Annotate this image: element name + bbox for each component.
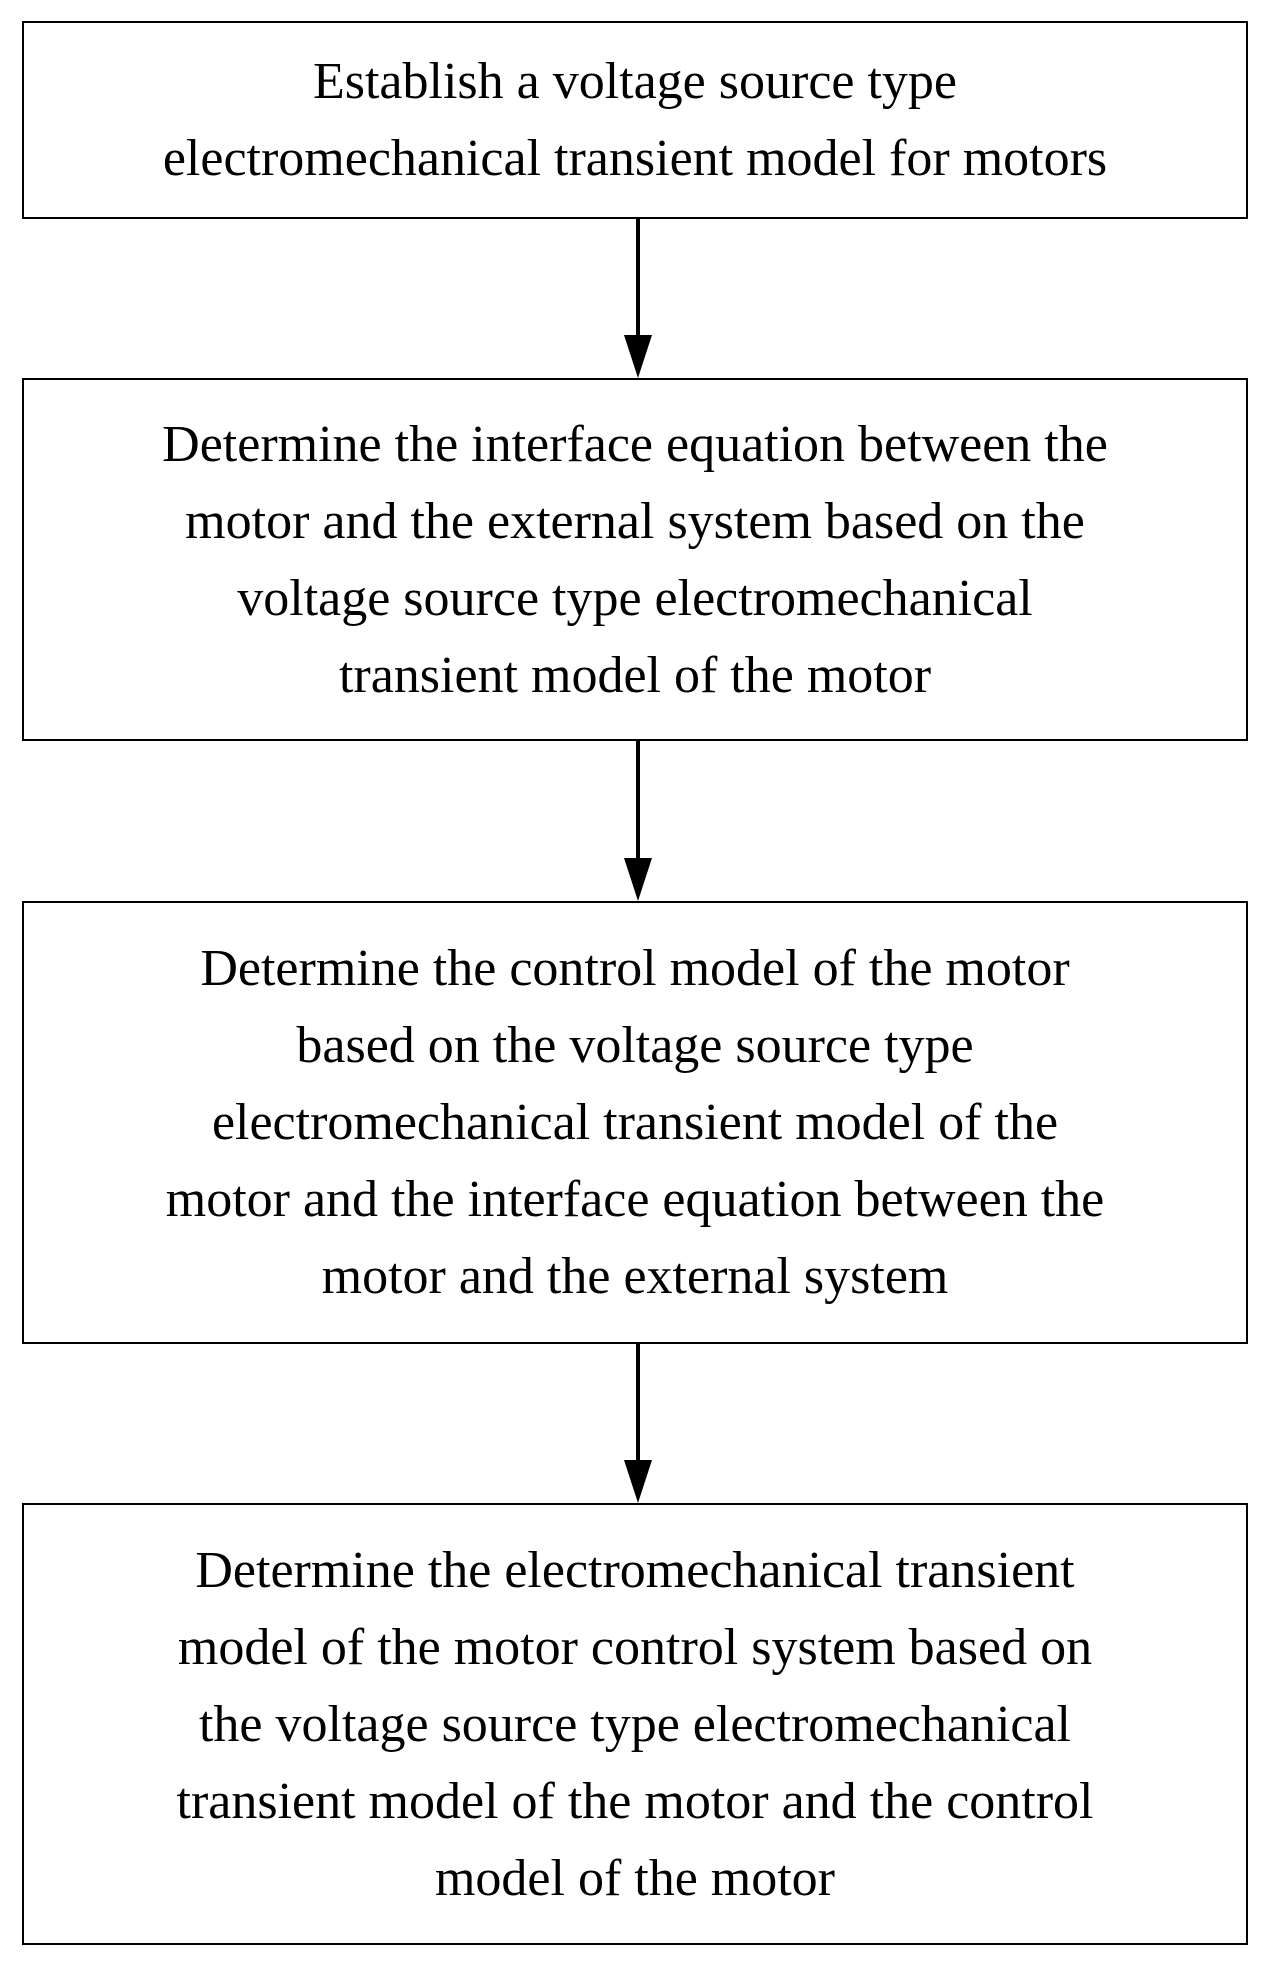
step-4-line-5: model of the motor	[434, 1849, 835, 1907]
step-3-line-3: electromechanical transient model of the	[211, 1094, 1059, 1151]
arrow-3	[624, 1344, 652, 1503]
step-text-1: Establish a voltage source type electrom…	[153, 43, 1117, 197]
arrow-1	[624, 219, 652, 378]
step-2-line-3: voltage source type electromechanical	[237, 569, 1033, 627]
step-3-line-4: motor and the interface equation between…	[165, 1171, 1105, 1228]
step-3-line-1: Determine the control model of the motor	[200, 940, 1070, 997]
step-text-2: Determine the interface equation between…	[152, 406, 1118, 714]
step-4-line-2: model of the motor control system based …	[177, 1618, 1093, 1676]
step-4-line-3: the voltage source type electromechanica…	[198, 1695, 1071, 1753]
step-text-3: Determine the control model of the motor…	[156, 930, 1115, 1315]
step-2-line-1: Determine the interface equation between…	[162, 415, 1108, 473]
step-box-2: Determine the interface equation between…	[22, 378, 1248, 741]
step-4-line-1: Determine the electromechanical transien…	[195, 1541, 1075, 1599]
step-3-line-5: motor and the external system	[321, 1248, 949, 1305]
step-box-3: Determine the control model of the motor…	[22, 901, 1248, 1344]
step-1-line-2: electromechanical transient model for mo…	[162, 130, 1108, 187]
step-2-line-2: motor and the external system based on t…	[185, 492, 1085, 550]
step-1-line-1: Establish a voltage source type	[312, 53, 958, 110]
arrow-2	[624, 741, 652, 901]
step-3-line-2: based on the voltage source type	[296, 1017, 974, 1074]
step-box-4: Determine the electromechanical transien…	[22, 1503, 1248, 1945]
step-box-1: Establish a voltage source type electrom…	[22, 21, 1248, 219]
step-text-4: Determine the electromechanical transien…	[167, 1532, 1104, 1917]
step-4-line-4: transient model of the motor and the con…	[176, 1772, 1094, 1830]
step-2-line-4: transient model of the motor	[338, 646, 932, 704]
